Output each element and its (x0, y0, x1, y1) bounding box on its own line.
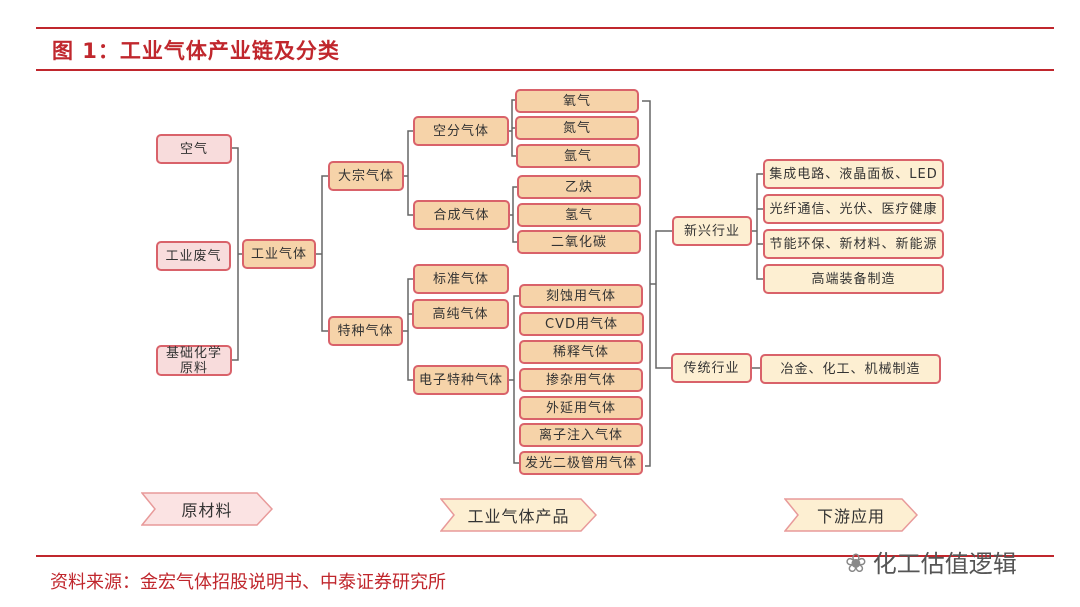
app-energy-materials: 节能环保、新材料、新能源 (763, 229, 944, 259)
gas-led: 发光二极管用气体 (519, 451, 643, 475)
synthetic-gas: 合成气体 (413, 200, 510, 230)
gas-co2: 二氧化碳 (517, 230, 641, 254)
wechat-icon: ❀ (845, 549, 867, 579)
connector-air (509, 99, 516, 157)
standard-gas: 标准气体 (413, 264, 509, 294)
connector-raw (232, 147, 242, 361)
app-fiber-pv-medical: 光纤通信、光伏、医疗健康 (763, 194, 944, 224)
gas-acetylene: 乙炔 (517, 175, 641, 199)
connector-products (642, 100, 672, 467)
gas-cvd: CVD用气体 (519, 312, 644, 336)
chevron-arrow-icon (141, 492, 273, 526)
connector-bulk (404, 130, 413, 216)
air-separation-gas: 空分气体 (413, 116, 509, 146)
raw-air: 空气 (156, 134, 232, 164)
stage-label: 下游应用 (816, 507, 885, 526)
connector-synth (510, 186, 517, 243)
watermark-text: 化工估值逻辑 (872, 550, 1017, 578)
app-equipment: 高端装备制造 (763, 264, 944, 294)
title-rule (36, 69, 1054, 71)
traditional-industry: 传统行业 (671, 353, 752, 383)
high-purity-gas: 高纯气体 (412, 299, 509, 329)
raw-chemicals: 基础化学原料 (156, 345, 232, 376)
bottom-rule (36, 555, 1054, 557)
connector-electronic (509, 295, 519, 464)
stage-products: 工业气体产品 (440, 498, 597, 532)
gas-oxygen: 氧气 (515, 89, 639, 113)
gas-etching: 刻蚀用气体 (519, 284, 643, 308)
connector-special (403, 278, 413, 381)
figure-title: 图 1：工业气体产业链及分类 (52, 39, 340, 63)
stage-label: 工业气体产品 (467, 507, 570, 526)
chevron-arrow-icon (440, 498, 597, 532)
stage-raw-materials: 原材料 (141, 492, 273, 526)
chevron-arrow-icon (784, 498, 918, 532)
top-rule (36, 27, 1054, 29)
special-gas: 特种气体 (328, 316, 403, 346)
stage-downstream: 下游应用 (784, 498, 918, 532)
app-ic-lcd-led: 集成电路、液晶面板、LED (763, 159, 944, 189)
gas-nitrogen: 氮气 (515, 116, 639, 140)
connector-emerging (752, 173, 763, 280)
gas-dilution: 稀释气体 (519, 340, 643, 364)
gas-epitaxy: 外延用气体 (519, 396, 643, 420)
raw-waste-gas: 工业废气 (156, 241, 231, 271)
gas-hydrogen: 氢气 (517, 203, 641, 227)
stage-label: 原材料 (181, 501, 233, 520)
connector-center (316, 175, 328, 332)
app-metallurgy-chem-machinery: 冶金、化工、机械制造 (760, 354, 941, 384)
source-note: 资料来源：金宏气体招股说明书、中泰证券研究所 (50, 572, 446, 593)
watermark: ❀化工估值逻辑 (845, 544, 1017, 579)
bulk-gas: 大宗气体 (328, 161, 404, 191)
emerging-industry: 新兴行业 (672, 216, 752, 246)
electronic-special-gas: 电子特种气体 (413, 365, 509, 395)
gas-doping: 掺杂用气体 (519, 368, 643, 392)
gas-ion-implant: 离子注入气体 (519, 423, 643, 447)
industrial-gas: 工业气体 (242, 239, 316, 269)
gas-argon: 氩气 (516, 144, 640, 168)
